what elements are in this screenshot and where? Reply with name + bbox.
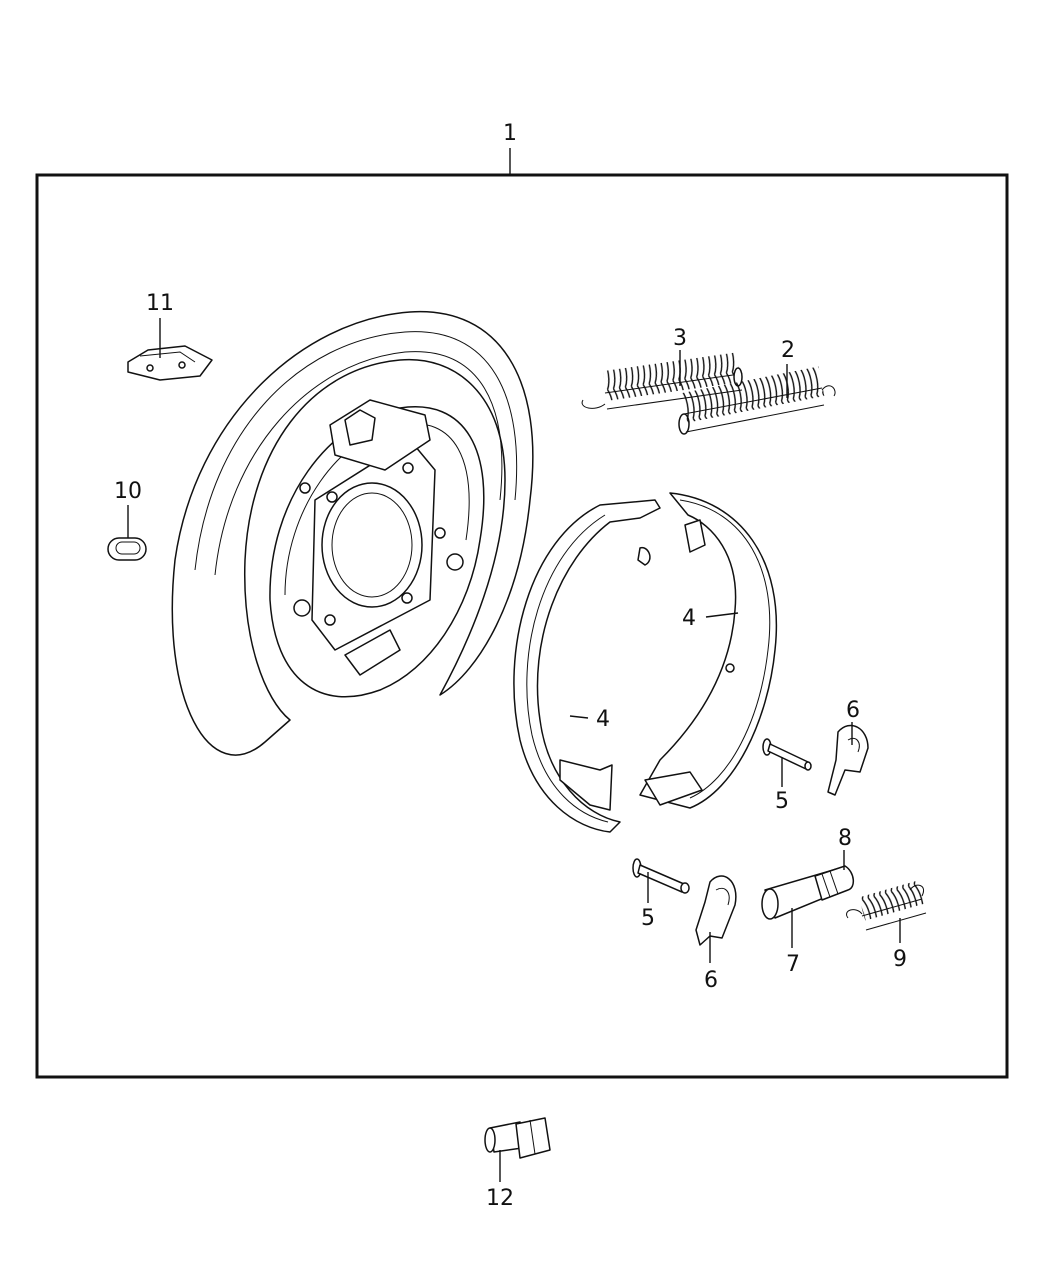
callout-10: 10 [114,479,142,504]
callout-7: 7 [786,952,800,977]
callout-1: 1 [503,121,517,146]
callout-5a: 5 [775,789,789,814]
pin-upper [762,738,812,771]
brake-shoe-left [513,499,661,833]
bolt-12 [484,1117,551,1159]
spring-2 [678,366,836,435]
clip-lower [695,875,737,946]
plug-10 [107,537,147,561]
lever-11 [127,345,213,381]
callout-6b: 6 [704,968,718,993]
callout-6a: 6 [846,698,860,723]
callout-11: 11 [146,291,174,316]
leader-4a [705,612,739,618]
callout-5b: 5 [641,906,655,931]
assembly-frame [35,173,1009,1079]
callout-3: 3 [673,326,687,351]
callout-9: 9 [893,947,907,972]
brake-shoe-right [639,492,777,809]
leader-4b [569,715,589,719]
clip-upper [827,724,869,796]
pin-lower [632,858,690,894]
callout-4a: 4 [682,606,696,631]
backing-plate [171,310,534,756]
callout-4b: 4 [596,707,610,732]
adjuster-assembly [761,865,854,920]
callout-12: 12 [486,1186,514,1211]
spring-9 [846,880,927,931]
callout-8: 8 [838,826,852,851]
callout-2: 2 [781,338,795,363]
